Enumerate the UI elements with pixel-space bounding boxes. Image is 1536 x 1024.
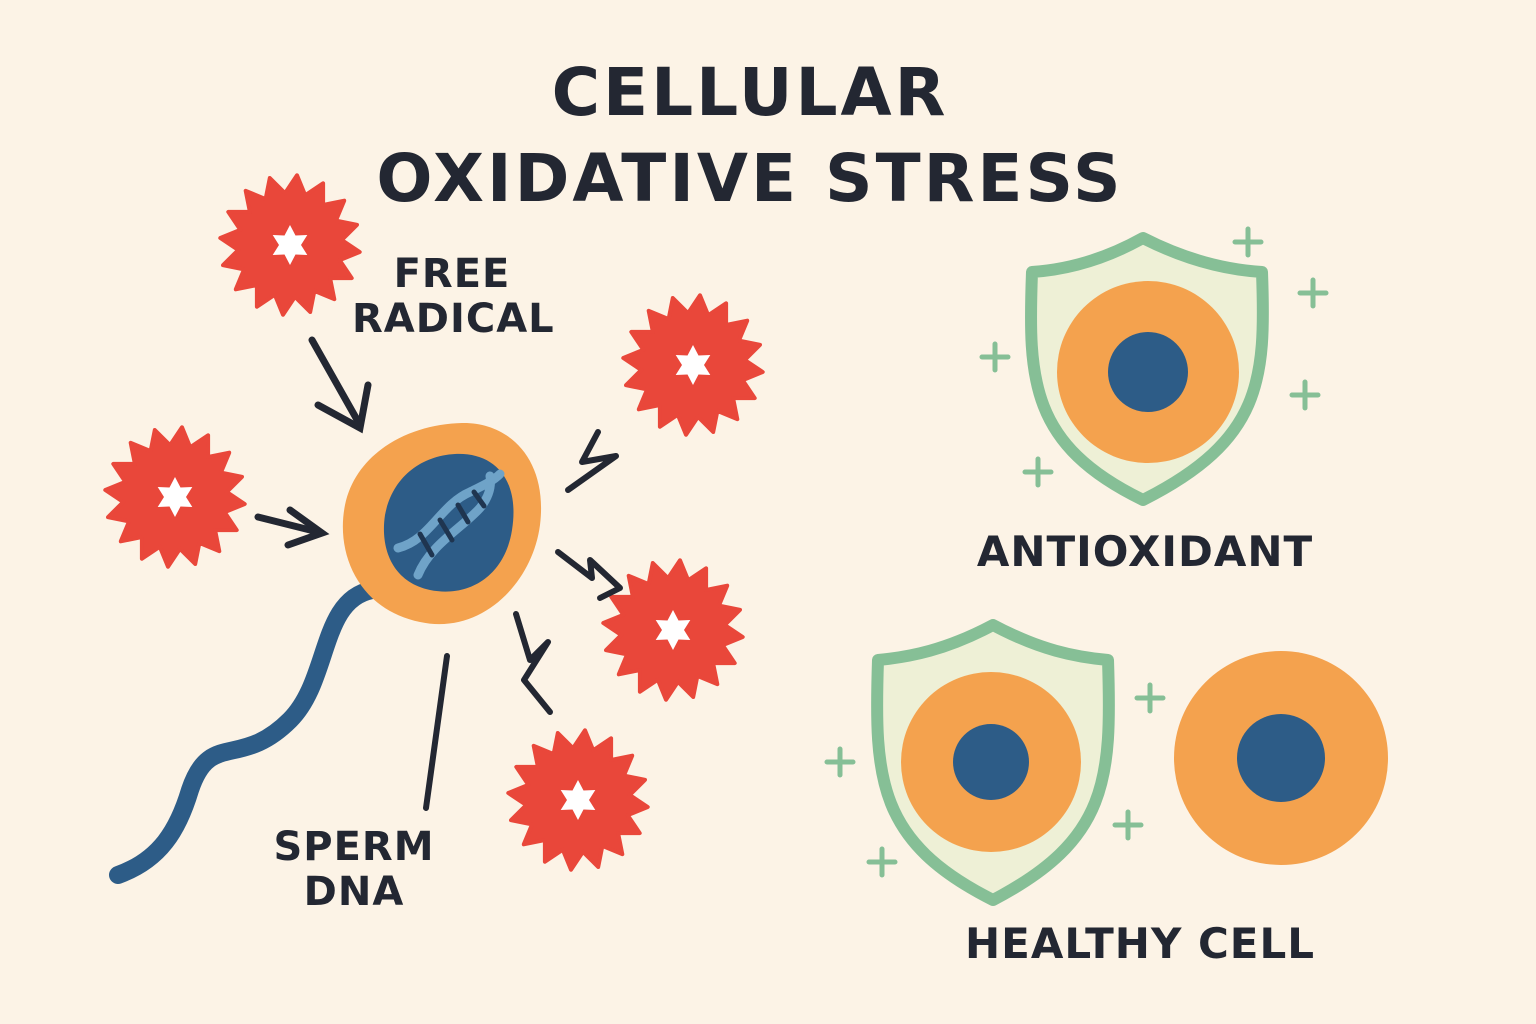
free-radical-icon bbox=[218, 173, 362, 317]
plus-icon bbox=[824, 746, 856, 778]
plus-icon bbox=[1297, 277, 1329, 309]
title-line-2: OXIDATIVE STRESS bbox=[376, 139, 1124, 217]
arrow-icon bbox=[254, 513, 322, 536]
shielded-healthy-nucleus bbox=[953, 724, 1029, 800]
lightning-icon bbox=[565, 429, 619, 493]
healthy-cell-label: HEALTHY CELL bbox=[964, 919, 1316, 968]
antioxidant-plus-signs bbox=[824, 226, 1329, 878]
protected-cell-nucleus bbox=[1108, 332, 1188, 412]
lightning-icon bbox=[513, 611, 553, 715]
free-radical-label: FREE RADICAL bbox=[352, 251, 555, 342]
plus-icon bbox=[1289, 379, 1321, 411]
radical-arrows bbox=[254, 336, 372, 549]
antioxidant-shield bbox=[1024, 232, 1269, 506]
free-radical-icon bbox=[506, 728, 650, 872]
sperm-dna-label: SPERM DNA bbox=[254, 825, 454, 915]
sperm-dna-label-line1: SPERM bbox=[273, 824, 435, 870]
plus-icon bbox=[1232, 226, 1264, 258]
page-title: CELLULAR OXIDATIVE STRESS bbox=[300, 50, 1200, 222]
free-radical-icon bbox=[601, 558, 745, 702]
sperm-dna-pointer bbox=[423, 653, 450, 811]
plus-icon bbox=[1112, 809, 1144, 841]
arrow-icon bbox=[308, 336, 364, 429]
free-radical-icon bbox=[103, 425, 247, 569]
healthy-cell bbox=[1174, 651, 1388, 865]
plus-icon bbox=[979, 341, 1011, 373]
healthy-shield bbox=[871, 619, 1115, 906]
free-radical-icon bbox=[621, 293, 765, 437]
plus-icon bbox=[1134, 682, 1166, 714]
dna-helix-icon bbox=[393, 469, 505, 580]
sperm-tail bbox=[109, 581, 381, 884]
antioxidant-label: ANTIOXIDANT bbox=[976, 527, 1314, 576]
sperm-dna-label-line2: DNA bbox=[303, 868, 405, 915]
lightning-icon bbox=[555, 549, 623, 601]
free-radicals-group bbox=[103, 173, 765, 872]
sperm-cell-icon bbox=[109, 422, 542, 884]
plus-icon bbox=[866, 846, 898, 878]
free-radical-label-line2: RADICAL bbox=[352, 295, 555, 342]
title-line-1: CELLULAR bbox=[551, 54, 949, 131]
damage-bolts bbox=[513, 429, 623, 715]
healthy-cell-nucleus bbox=[1237, 714, 1325, 802]
plus-icon bbox=[1022, 456, 1054, 488]
arrow-icon bbox=[284, 506, 330, 549]
arrow-icon bbox=[314, 381, 372, 434]
free-radical-label-line1: FREE bbox=[393, 251, 511, 297]
